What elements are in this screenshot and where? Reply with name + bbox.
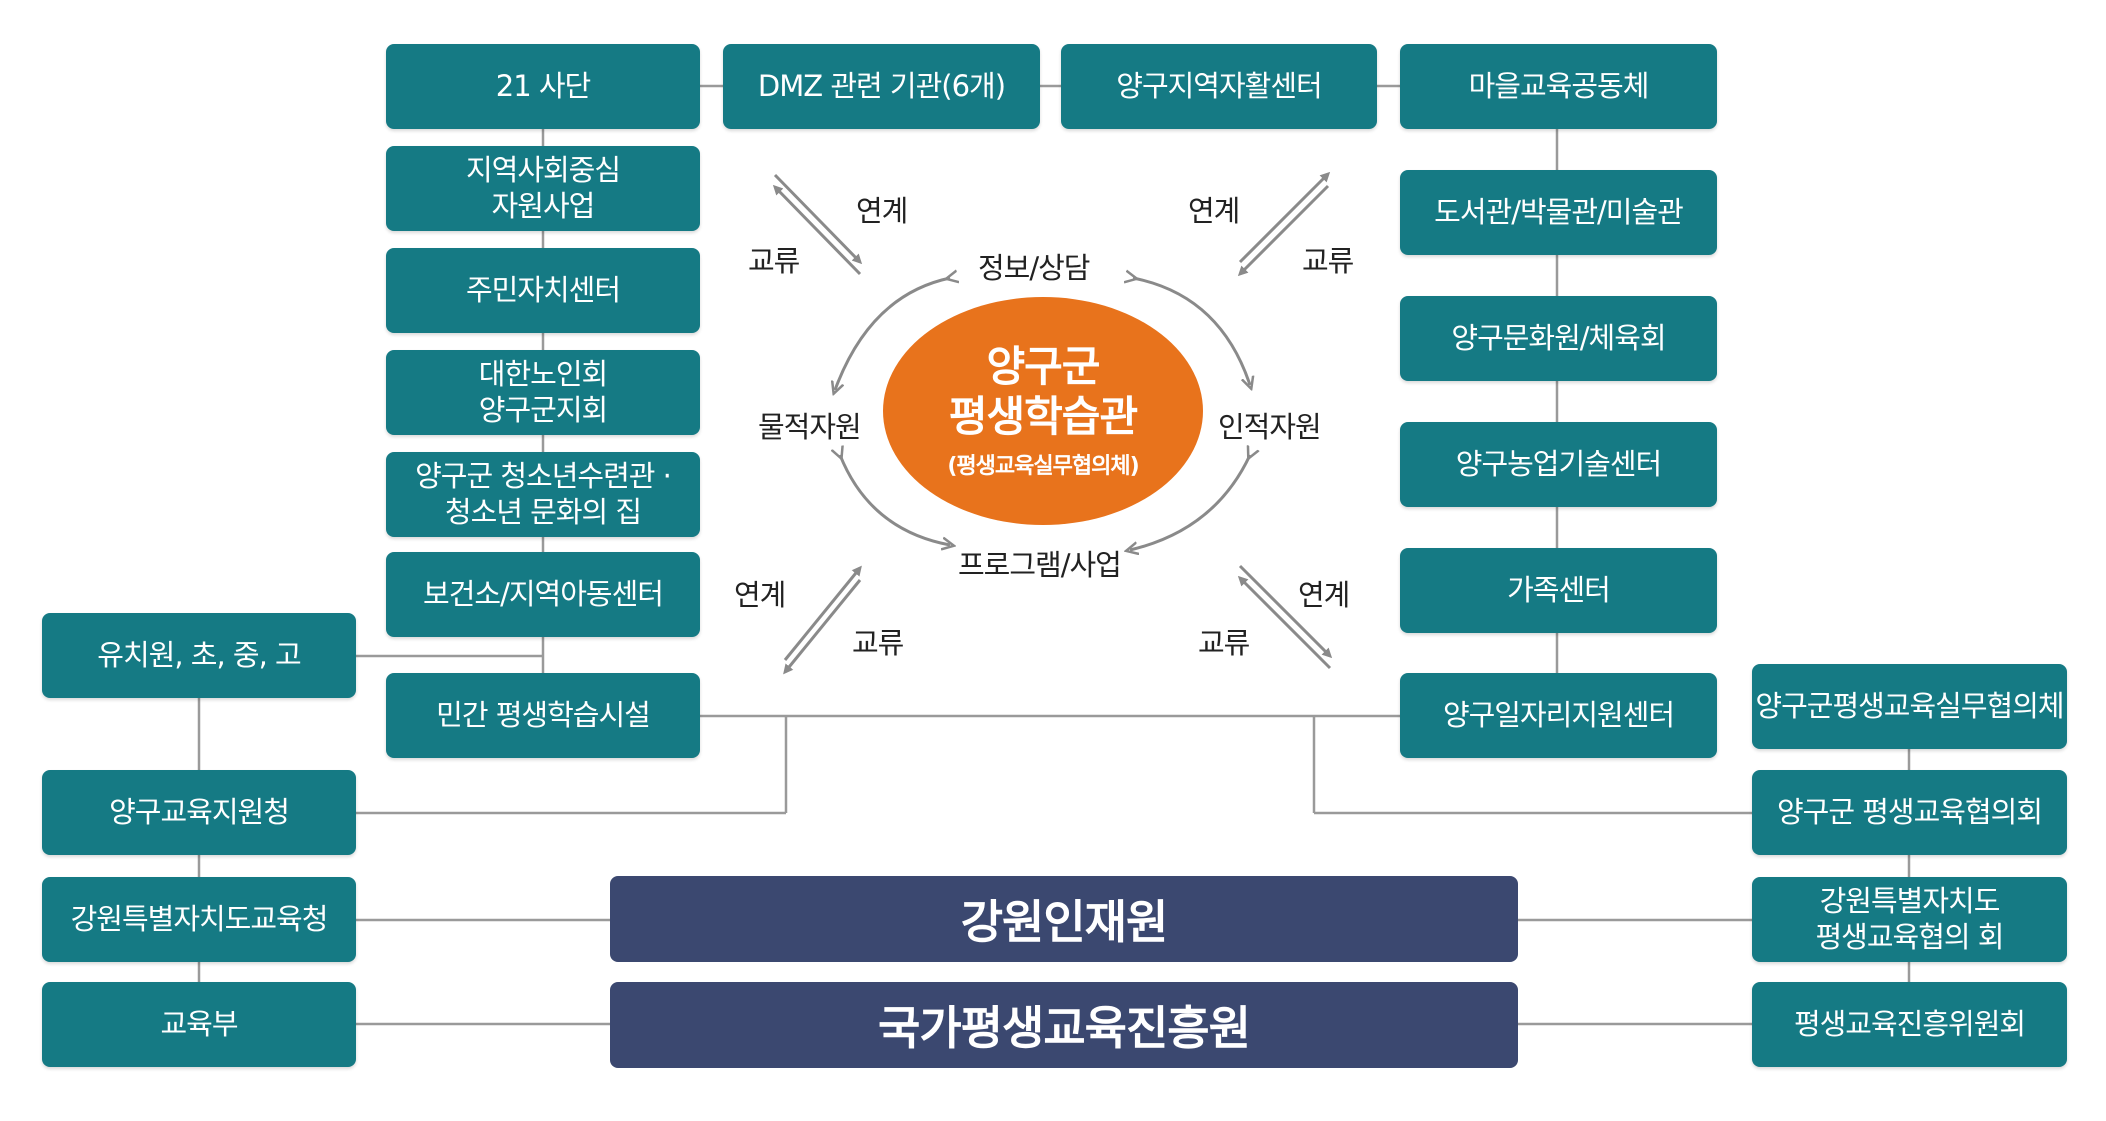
bar-national-institute: 국가평생교육진흥원: [610, 982, 1518, 1068]
top-box-21-division: 21 사단: [386, 44, 700, 129]
label: 유치원, 초, 중, 고: [97, 637, 301, 672]
exchange-bl-exchange: 교류: [852, 626, 904, 660]
label: 양구일자리지원센터: [1442, 697, 1675, 732]
label-line1: 지역사회중심: [465, 153, 621, 188]
top-box-self-support-center: 양구지역자활센터: [1061, 44, 1377, 129]
left-box-youth-center: 양구군 청소년수련관 · 청소년 문화의 집: [386, 452, 700, 537]
center-title-line1: 양구군: [986, 341, 1101, 391]
top-box-dmz: DMZ 관련 기관(6개): [723, 44, 1040, 129]
center-lifelong-learning-hall: 양구군 평생학습관 (평생교육실무협의체): [883, 297, 1203, 525]
resource-program: 프로그램/사업: [958, 548, 1122, 582]
label: 도서관/박물관/미술관: [1434, 194, 1684, 229]
center-title-line2: 평생학습관: [948, 392, 1138, 441]
far-left-box-provincial-education: 강원특별자치도교육청: [42, 877, 356, 962]
bar-gangwon-talent: 강원인재원: [610, 876, 1518, 962]
label: 주민자치센터: [465, 272, 621, 307]
resource-info-consulting: 정보/상담: [978, 251, 1090, 285]
far-left-box-schools: 유치원, 초, 중, 고: [42, 613, 356, 698]
left-box-resident-center: 주민자치센터: [386, 248, 700, 333]
label-line1: 대한노인회: [478, 357, 608, 392]
exchange-bl-link: 연계: [734, 578, 786, 612]
label: 교육부: [160, 1006, 238, 1041]
right-box-culture-sports: 양구문화원/체육회: [1400, 296, 1717, 381]
label: 양구교육지원청: [109, 794, 290, 829]
exchange-tl-link: 연계: [856, 194, 908, 228]
label: 마을교육공동체: [1468, 68, 1650, 103]
left-box-private-learning: 민간 평생학습시설: [386, 673, 700, 758]
label-line2: 평생교육협의 회: [1815, 919, 2005, 954]
left-box-health-center: 보건소/지역아동센터: [386, 552, 700, 637]
right-box-agriculture-center: 양구농업기술센터: [1400, 422, 1717, 507]
label: 강원인재원: [960, 895, 1169, 949]
center-subtitle: (평생교육실무협의체): [947, 454, 1139, 480]
far-right-box-county-council: 양구군 평생교육협의회: [1752, 770, 2067, 855]
far-left-box-ministry-education: 교육부: [42, 982, 356, 1067]
far-right-box-promotion-committee: 평생교육진흥위원회: [1752, 982, 2067, 1067]
label: 양구군평생교육실무협의체: [1755, 688, 2064, 723]
left-box-senior-association: 대한노인회 양구군지회: [386, 350, 700, 435]
label-line1: 양구군 청소년수련관 ·: [415, 459, 672, 494]
label: 평생교육진흥위원회: [1793, 1006, 2026, 1041]
label: 강원특별자치도교육청: [70, 901, 329, 936]
label-line2: 자원사업: [491, 188, 596, 223]
right-box-family-center: 가족센터: [1400, 548, 1717, 633]
label: 보건소/지역아동센터: [423, 576, 664, 611]
left-box-community-resource: 지역사회중심 자원사업: [386, 146, 700, 231]
far-right-box-provincial-council: 강원특별자치도 평생교육협의 회: [1752, 877, 2067, 962]
label: 국가평생교육진흥원: [878, 1001, 1251, 1055]
exchange-br-exchange: 교류: [1198, 626, 1250, 660]
label-line2: 청소년 문화의 집: [444, 494, 642, 529]
label: 양구문화원/체육회: [1451, 320, 1666, 355]
far-right-box-practical-council: 양구군평생교육실무협의체: [1752, 664, 2067, 749]
label: 양구지역자활센터: [1116, 68, 1322, 103]
resource-material: 물적자원: [758, 410, 862, 444]
resource-human: 인적자원: [1218, 410, 1322, 444]
label: 양구농업기술센터: [1455, 446, 1662, 481]
right-box-library-museum: 도서관/박물관/미술관: [1400, 170, 1717, 255]
label-line2: 양구군지회: [478, 392, 608, 427]
exchange-tl-exchange: 교류: [748, 244, 800, 278]
label: 가족센터: [1507, 572, 1611, 607]
label: 양구군 평생교육협의회: [1776, 794, 2043, 829]
label: DMZ 관련 기관(6개): [757, 68, 1006, 103]
label-line1: 강원특별자치도: [1819, 884, 2001, 919]
top-box-village-education: 마을교육공동체: [1400, 44, 1717, 129]
exchange-br-link: 연계: [1298, 578, 1350, 612]
exchange-tr-exchange: 교류: [1302, 244, 1354, 278]
label: 민간 평생학습시설: [436, 697, 651, 732]
right-box-job-center: 양구일자리지원센터: [1400, 673, 1717, 758]
far-left-box-education-office: 양구교육지원청: [42, 770, 356, 855]
label: 21 사단: [495, 68, 591, 103]
exchange-tr-link: 연계: [1188, 194, 1240, 228]
